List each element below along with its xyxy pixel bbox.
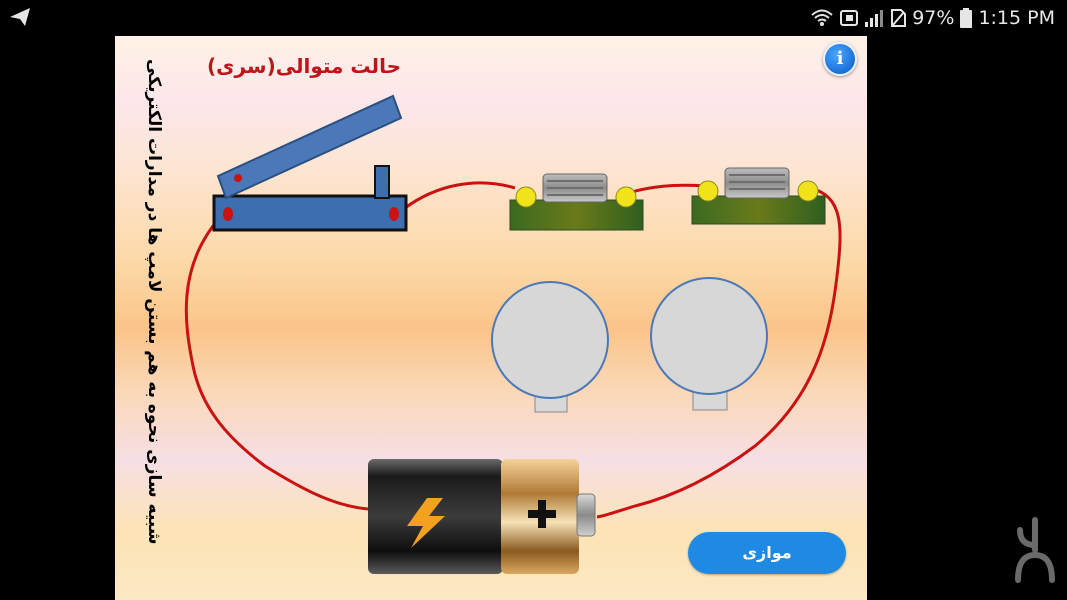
battery-percent: 97% [912,7,955,29]
wire-lamp1-to-lamp2 [624,183,706,196]
lamp-1 [491,173,644,413]
status-icons: 97% 1:15 PM [810,6,1055,30]
description-text: شبیه سازی نحوه به هم بستن لامپ ها در مدا… [144,58,164,544]
circuit-diagram [184,94,842,574]
info-button[interactable]: i [823,42,857,76]
bazaar-logo-icon [1015,517,1055,583]
battery [368,459,596,574]
wire-switch-to-lamp1 [404,181,516,210]
lamp-2 [650,167,826,411]
battery-icon [960,8,973,28]
info-icon: i [836,48,844,69]
wire-right [596,186,842,519]
back-arrow-icon[interactable] [8,6,32,28]
knife-switch [212,94,408,232]
no-sim-icon [891,9,907,27]
clock: 1:15 PM [978,7,1055,29]
lightning-icon [407,498,445,548]
wifi-icon [811,9,833,26]
wire-left [184,212,369,511]
parallel-mode-button[interactable]: موازی [688,532,846,574]
page-title: حالت متوالی(سری) [207,54,401,78]
cast-icon [840,10,859,26]
status-bar: 97% 1:15 PM [0,0,1067,36]
signal-icon [865,10,884,27]
circuit-simulator-screen: حالت متوالی(سری) شبیه سازی نحوه به هم بس… [115,36,867,600]
